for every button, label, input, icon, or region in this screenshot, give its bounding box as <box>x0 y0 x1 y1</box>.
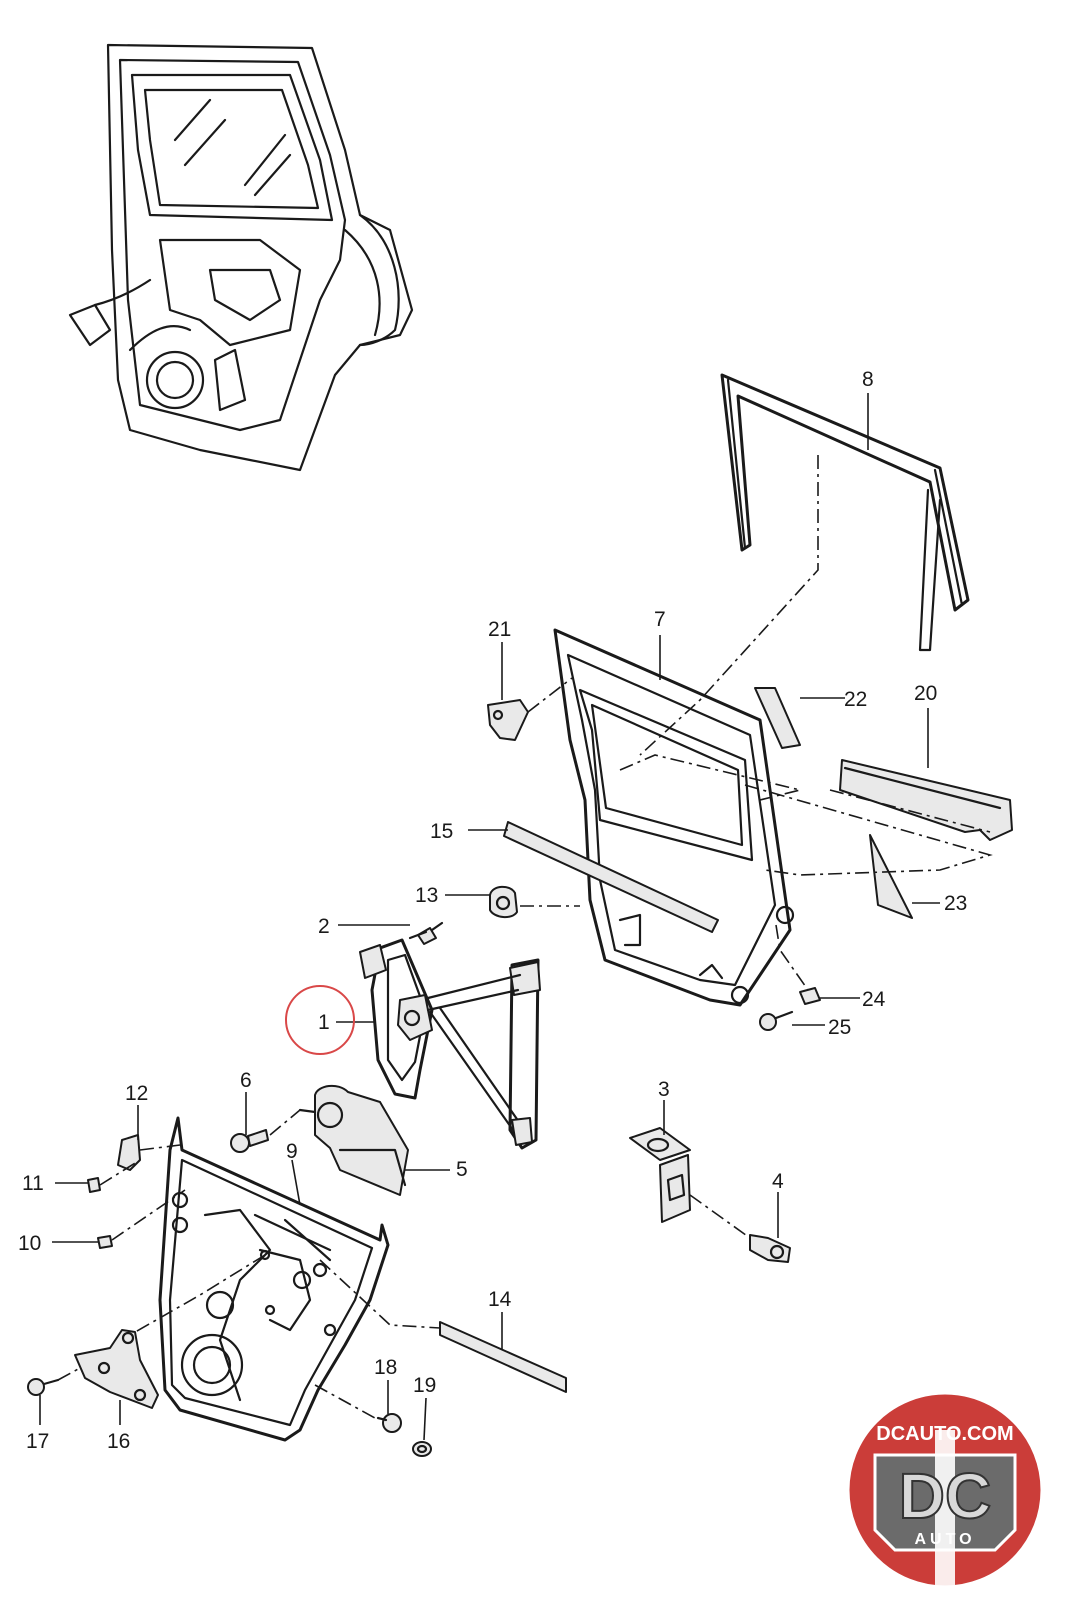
part-3-plate <box>629 1127 751 1239</box>
callout-13: 13 <box>415 884 438 907</box>
callout-22: 22 <box>844 688 867 711</box>
part-23-wedge <box>869 834 913 919</box>
part-10-clip <box>97 1189 186 1249</box>
part-15-belt-moulding <box>503 821 719 933</box>
callout-labels: 1 2 3 4 5 6 7 8 9 10 11 12 13 14 15 16 1… <box>18 368 967 1453</box>
part-1-window-regulator <box>359 938 541 1150</box>
callout-25: 25 <box>828 1016 851 1039</box>
callout-2: 2 <box>318 915 330 938</box>
callout-17: 17 <box>26 1430 49 1453</box>
part-24-clip <box>799 987 821 1005</box>
part-12-bracket <box>117 1134 181 1171</box>
part-22-trim <box>754 687 801 749</box>
callout-11: 11 <box>22 1172 44 1195</box>
callout-5: 5 <box>456 1158 468 1181</box>
highlight-circle-callout-1 <box>285 985 355 1055</box>
logo-top-text: DCAUTO.COM <box>876 1423 1013 1445</box>
part-8-window-channel <box>639 373 970 756</box>
callout-18: 18 <box>374 1356 397 1379</box>
callout-24: 24 <box>862 988 886 1011</box>
logo-sub-text: AUTO <box>914 1531 975 1548</box>
part-11-clip <box>87 1159 141 1193</box>
callout-20: 20 <box>914 682 937 705</box>
callout-3: 3 <box>658 1078 670 1101</box>
callout-8: 8 <box>862 368 874 391</box>
callout-4: 4 <box>772 1170 784 1193</box>
dcauto-logo: DCAUTO.COM DC AUTO <box>846 1391 1044 1590</box>
part-9-inner-panel <box>129 1116 441 1442</box>
part-16-bracket <box>74 1329 159 1409</box>
door-overview-illustration <box>68 43 414 472</box>
part-6-bolt <box>230 1109 301 1153</box>
connection-lines-upper <box>520 754 993 991</box>
part-25-bolt <box>759 1010 794 1031</box>
part-20-weatherstrip <box>829 759 1013 841</box>
callout-21: 21 <box>488 618 511 641</box>
part-21-bracket <box>487 677 573 741</box>
callout-7: 7 <box>654 608 666 631</box>
part-17-bolt <box>27 1367 81 1396</box>
part-13-grommet <box>489 885 518 918</box>
callout-23: 23 <box>944 892 967 915</box>
part-18-bolt <box>376 1413 402 1433</box>
part-4-bolt <box>749 1234 791 1263</box>
callout-1: 1 <box>318 1011 330 1034</box>
callout-14: 14 <box>488 1288 512 1311</box>
part-5-motor <box>298 1084 409 1196</box>
part-2-bolt <box>408 921 444 945</box>
callout-16: 16 <box>107 1430 130 1453</box>
callout-9: 9 <box>286 1140 298 1163</box>
part-14-strip <box>439 1321 567 1393</box>
callout-19: 19 <box>413 1374 436 1397</box>
callout-10: 10 <box>18 1232 41 1255</box>
part-19-nut <box>412 1441 432 1457</box>
callout-15: 15 <box>430 820 453 843</box>
leader-lines <box>39 393 940 1441</box>
part-7-door-frame <box>553 628 795 1007</box>
callout-12: 12 <box>125 1082 148 1105</box>
callout-6: 6 <box>240 1069 252 1092</box>
logo-main-text: DC <box>899 1460 991 1532</box>
